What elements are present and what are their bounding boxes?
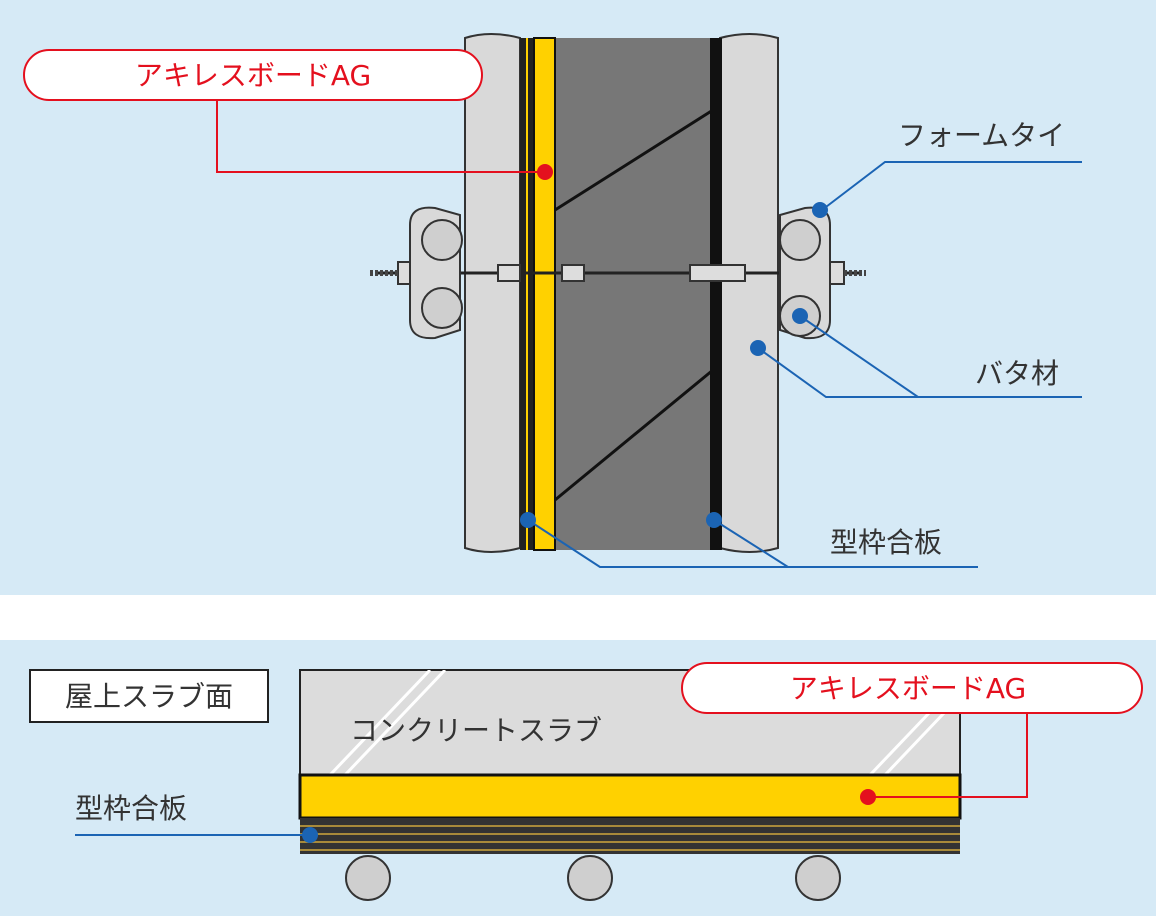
tie-cone-center	[561, 264, 585, 282]
leader-dot-formwork-slab	[302, 827, 318, 843]
batten-label: バタ材	[975, 357, 1059, 390]
callout-product-wall: アキレスボードAG	[23, 49, 553, 180]
tie-cone-left	[497, 264, 521, 282]
insulation-board-wall	[533, 37, 556, 551]
callout-form-tie: フォームタイ	[812, 119, 1082, 218]
leader-product-wall	[216, 100, 545, 173]
support-pipe-1	[345, 855, 391, 901]
concrete-hatch	[554, 108, 714, 502]
callout-batten: バタ材	[750, 308, 1082, 398]
product-label-slab: アキレスボードAG	[790, 672, 1026, 705]
product-label-box-slab	[681, 662, 1143, 714]
product-label-wall: アキレスボードAG	[135, 59, 371, 92]
formwork-plywood-slab	[300, 818, 960, 854]
right-plywood-edge	[710, 38, 722, 550]
leader-form-tie	[821, 161, 1082, 211]
callout-product-slab: アキレスボードAG	[681, 662, 1143, 805]
leader-batten-b	[757, 347, 918, 398]
left-formwork-panel	[464, 33, 521, 553]
form-tie-label: フォームタイ	[898, 119, 1065, 152]
leader-dot-product-wall	[537, 164, 553, 180]
wall-section	[370, 33, 866, 553]
leader-formwork-wall-b	[713, 519, 789, 568]
leader-dot-formwork-wall-b	[706, 512, 722, 528]
callout-formwork-wall: 型枠合板	[520, 512, 978, 568]
leader-dot-form-tie	[812, 202, 828, 218]
tie-cone-right	[689, 264, 746, 282]
batten-pipe-left-lower	[421, 287, 463, 329]
batten-pipe-left-upper	[421, 219, 463, 261]
leader-formwork-wall-a	[527, 519, 978, 568]
section-title-box	[29, 669, 269, 723]
leader-dot-batten-b	[750, 340, 766, 356]
leader-dot-formwork-wall-a	[520, 512, 536, 528]
section-title: 屋上スラブ面	[65, 680, 233, 713]
batten-pipe-right-upper	[779, 219, 821, 261]
formwork-label-slab: 型枠合板	[75, 792, 187, 825]
leader-dot-product-slab	[860, 789, 876, 805]
callout-formwork-slab: 型枠合板	[75, 792, 318, 843]
plywood-grain	[300, 825, 960, 851]
slab-label: コンクリートスラブ	[350, 714, 602, 747]
leader-product-slab	[870, 713, 1028, 798]
product-label-box-wall	[23, 49, 483, 101]
support-pipe-3	[795, 855, 841, 901]
concrete-core	[555, 38, 713, 550]
support-pipe-2	[567, 855, 613, 901]
leader-dot-batten-a	[792, 308, 808, 324]
right-formwork-panel	[719, 33, 779, 553]
formwork-label-wall: 型枠合板	[830, 526, 942, 559]
